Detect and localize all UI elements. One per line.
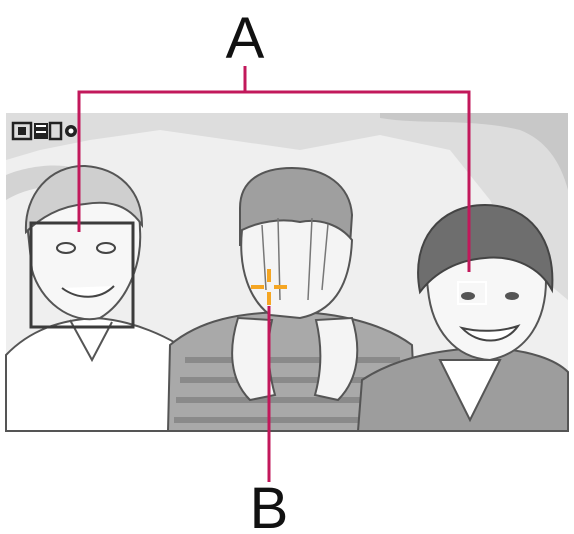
right-child-eye-left (461, 292, 475, 300)
callout-b-label: B (250, 476, 289, 534)
right-child-eye-right (505, 292, 519, 300)
callout-a-label: A (226, 6, 265, 71)
